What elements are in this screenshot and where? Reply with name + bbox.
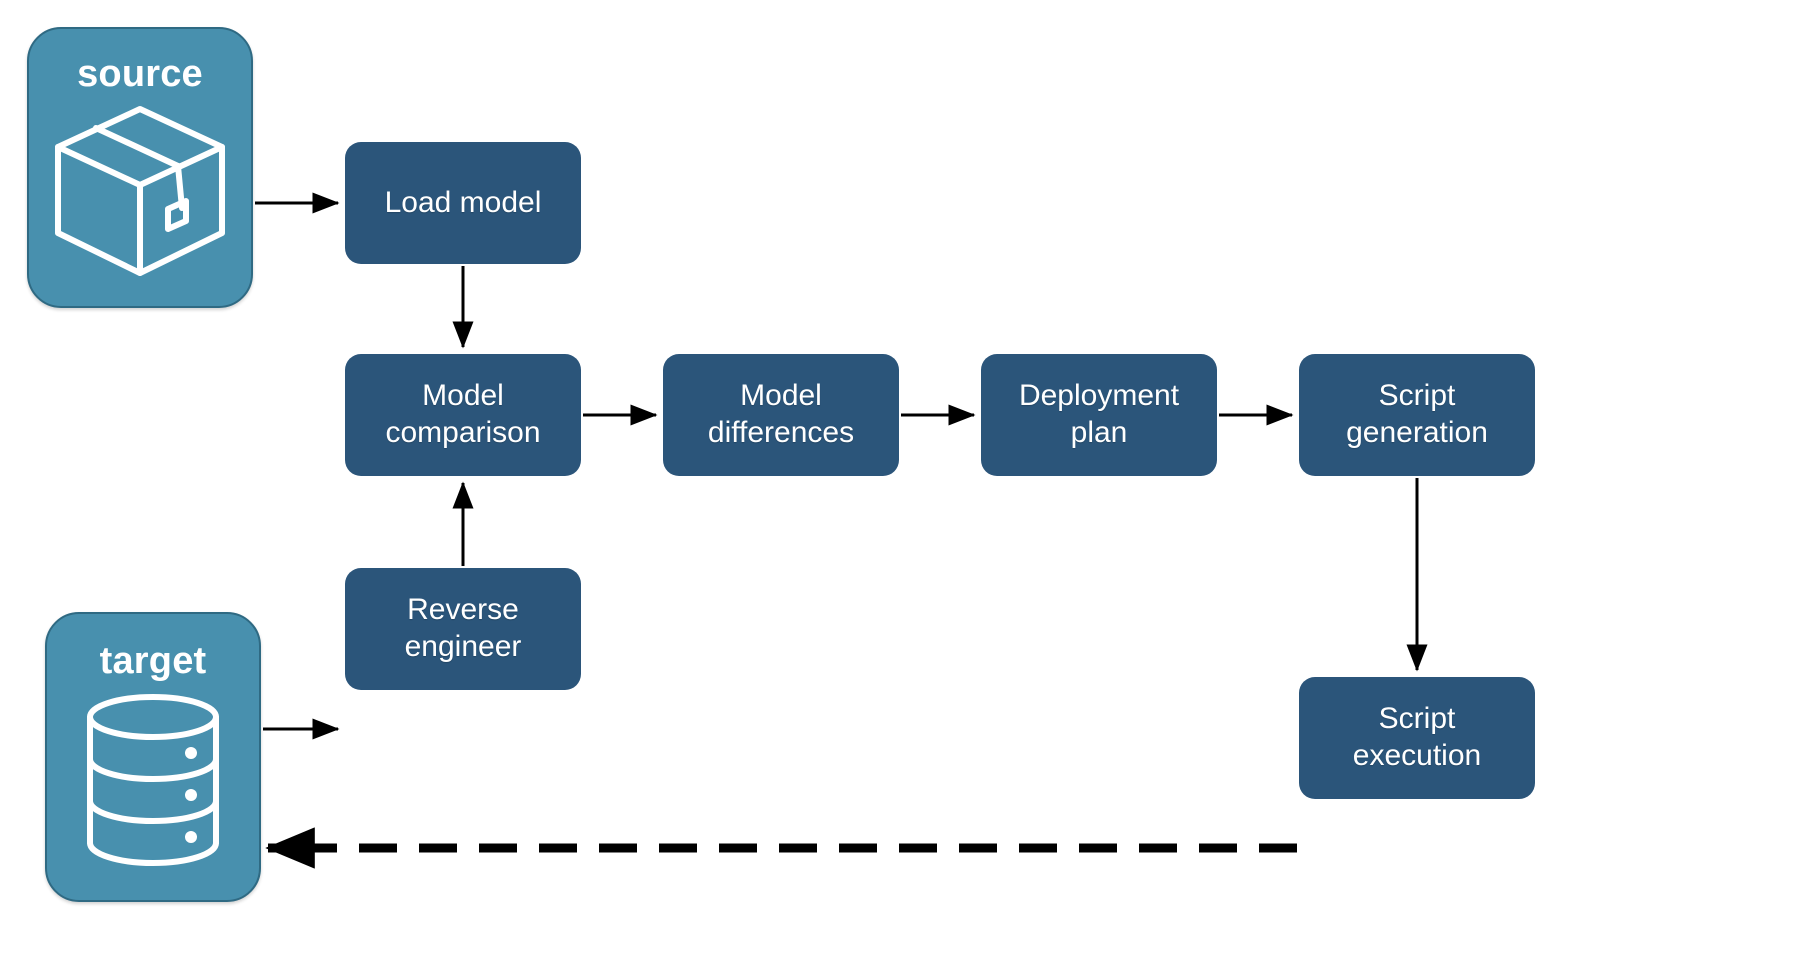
endpoint-label-target: target bbox=[99, 639, 207, 682]
process-box-deployment-plan[interactable]: Deployment plan bbox=[981, 354, 1217, 476]
process-box-model-comparison[interactable]: Model comparison bbox=[345, 354, 581, 476]
endpoint-card-source[interactable]: source bbox=[27, 27, 253, 308]
package-box-icon bbox=[50, 105, 230, 282]
process-label-line: Model bbox=[740, 379, 822, 413]
process-label-line: comparison bbox=[385, 416, 541, 449]
process-label-line: Script bbox=[1378, 379, 1456, 413]
process-label-line: Deployment bbox=[1018, 379, 1180, 413]
process-box-script-execution[interactable]: Script execution bbox=[1299, 677, 1535, 799]
process-label-line: Load model bbox=[384, 185, 542, 219]
process-box-script-generation[interactable]: Script generation bbox=[1299, 354, 1535, 476]
process-label-line: engineer bbox=[404, 630, 522, 663]
process-box-model-differences[interactable]: Model differences bbox=[663, 354, 899, 476]
process-label-line: execution bbox=[1352, 739, 1482, 772]
endpoint-label-source: source bbox=[77, 53, 203, 96]
process-label-line: Script bbox=[1378, 702, 1456, 736]
endpoint-card-target[interactable]: target bbox=[45, 612, 261, 902]
process-box-load-model[interactable]: Load model bbox=[345, 142, 581, 264]
process-label-line: differences bbox=[707, 416, 855, 449]
database-cylinder-icon bbox=[78, 691, 228, 874]
process-label-line: plan bbox=[1070, 416, 1128, 449]
process-label-line: generation bbox=[1346, 416, 1488, 449]
process-label-line: Reverse bbox=[407, 593, 519, 627]
process-label-line: Model bbox=[422, 379, 504, 413]
process-box-reverse-engineer[interactable]: Reverse engineer bbox=[345, 568, 581, 690]
